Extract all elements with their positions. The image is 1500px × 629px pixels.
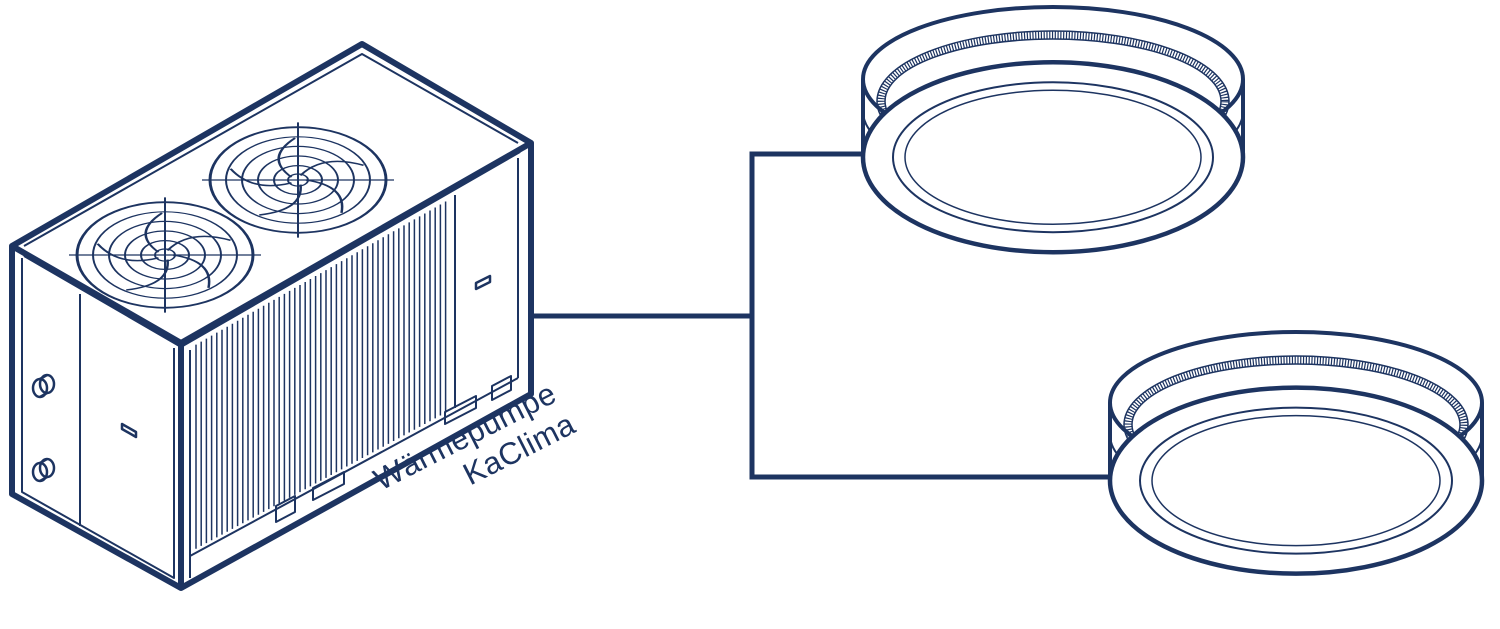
pipe-connector-icon — [31, 373, 56, 399]
heat-pump-unit — [9, 41, 534, 591]
branch-pipe — [749, 151, 1112, 480]
front-handle — [474, 274, 492, 291]
ceiling-cassette-unit-top — [860, 5, 1246, 255]
pipe-connector-icon — [31, 457, 56, 483]
fan-grille-icon — [69, 197, 261, 313]
condenser-fins — [195, 201, 447, 549]
side-handle — [120, 422, 138, 439]
connection-pipes — [533, 151, 1112, 480]
ceiling-cassette-unit-bottom — [1107, 330, 1485, 576]
heat-pump-outline — [9, 41, 534, 591]
fan-grille-icon — [202, 122, 394, 238]
